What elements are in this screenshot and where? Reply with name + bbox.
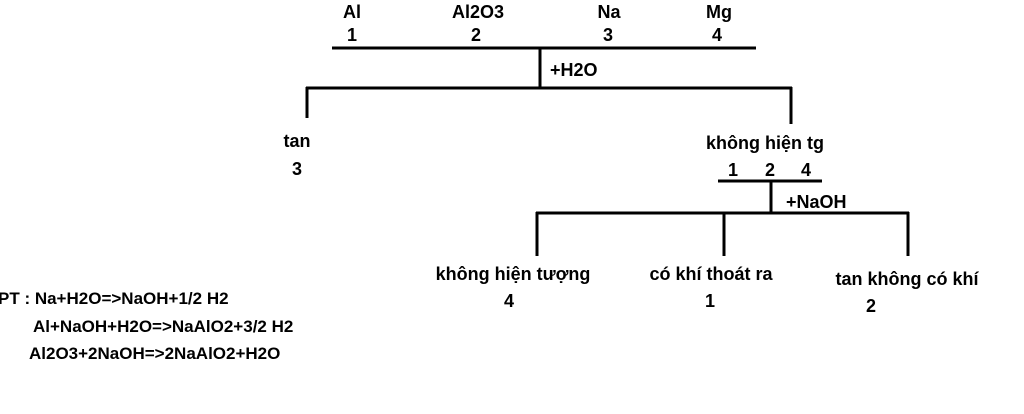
right-branch-num-2: 2 (764, 160, 776, 180)
substance-name-na: Na (597, 2, 621, 22)
substance-name-al2o3: Al2O3 (451, 2, 505, 22)
substance-num-al2o3: 2 (470, 25, 482, 45)
right-branch-label: không hiện tg (706, 133, 824, 153)
substance-num-na: 3 (602, 25, 614, 45)
reagent-naoh: +NaOH (786, 192, 847, 212)
result-3-label: tan không có khí (835, 269, 979, 289)
left-branch-label: tan (283, 131, 311, 151)
right-branch-num-3: 4 (800, 160, 812, 180)
result-2-label: có khí thoát ra (649, 264, 773, 284)
result-3-num: 2 (865, 296, 877, 316)
result-1-num: 4 (503, 291, 515, 311)
substance-name-al: Al (343, 2, 361, 22)
substance-num-al: 1 (346, 25, 358, 45)
equation-2: Al+NaOH+H2O=>NaAlO2+3/2 H2 (33, 317, 294, 336)
substance-num-mg: 4 (711, 25, 723, 45)
right-branch-num-1: 1 (727, 160, 739, 180)
substance-name-mg: Mg (706, 2, 732, 22)
result-1-label: không hiện tượng (435, 264, 591, 284)
left-branch-num: 3 (291, 159, 303, 179)
equation-1: PT : Na+H2O=>NaOH+1/2 H2 (0, 289, 229, 308)
reagent-h2o: +H2O (550, 60, 598, 80)
equation-3: Al2O3+2NaOH=>2NaAlO2+H2O (29, 344, 281, 363)
result-2-num: 1 (704, 291, 716, 311)
